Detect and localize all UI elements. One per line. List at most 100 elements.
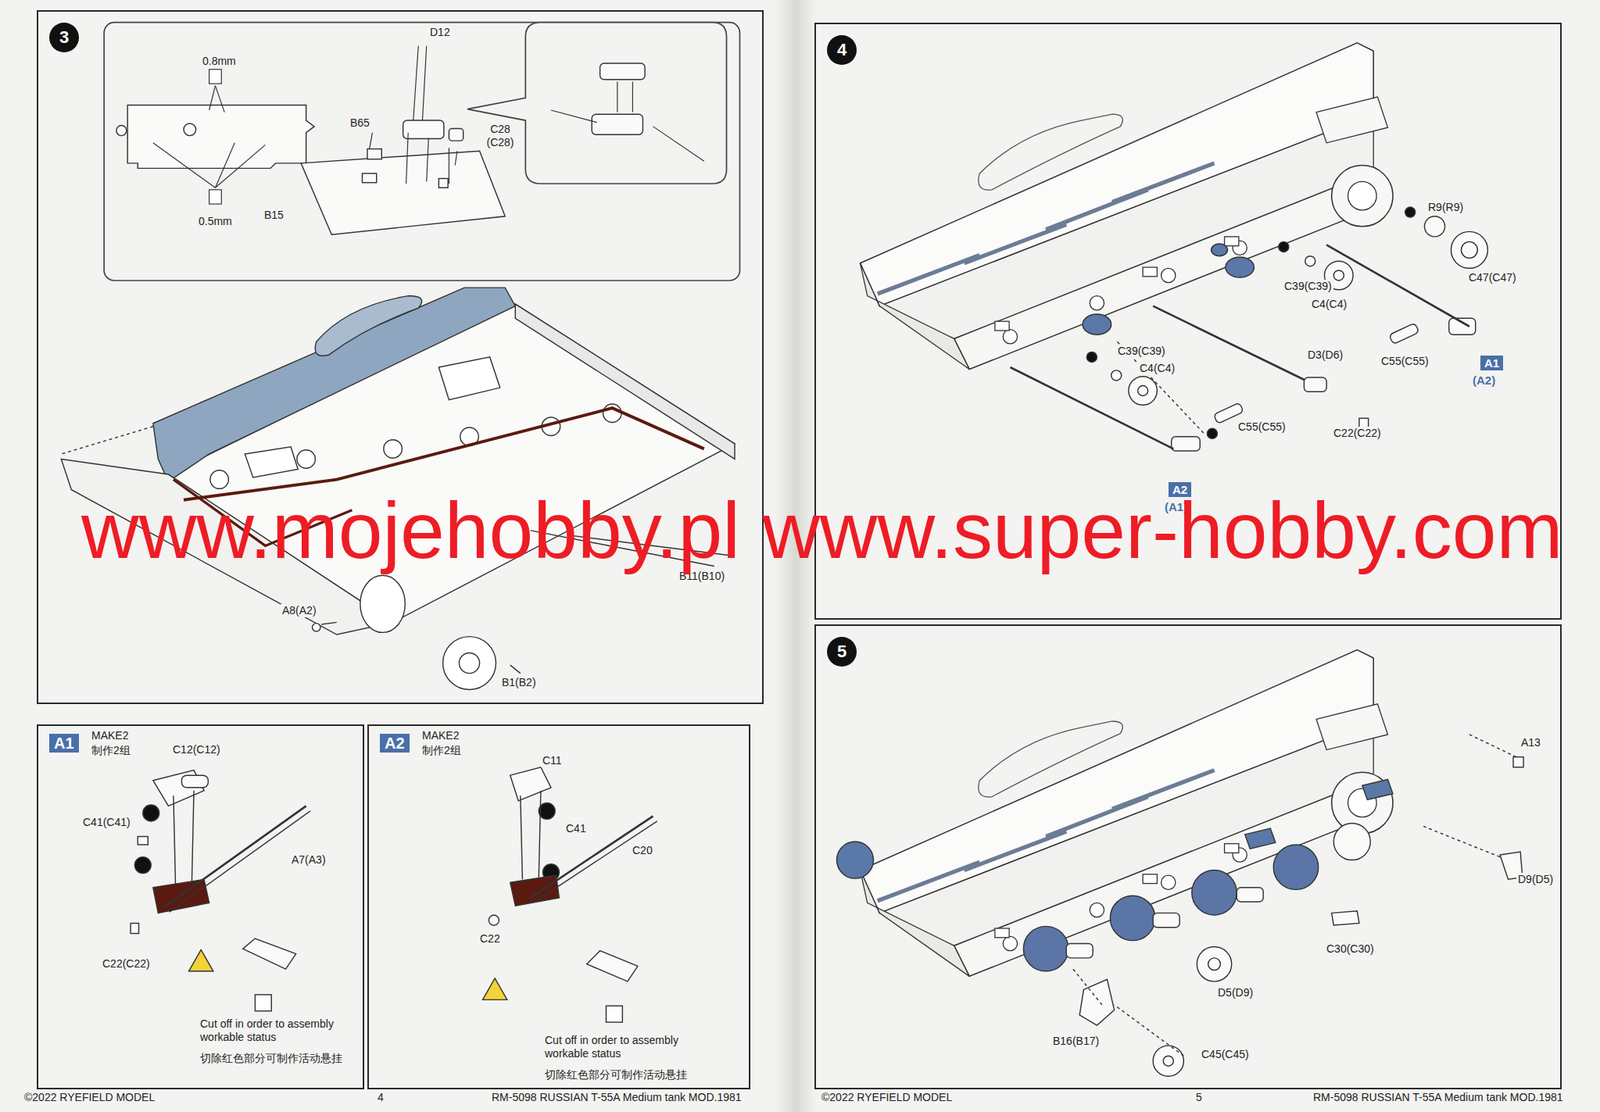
road-wheel-parts-5	[1196, 946, 1232, 981]
suspension-parts-4	[1333, 270, 1344, 281]
hull-step3	[438, 357, 500, 401]
warning-note: 切除红色部分可制作活动悬挂	[544, 1068, 706, 1082]
sub-assembly-box	[467, 22, 727, 184]
part-label: C4(C4)	[1310, 297, 1349, 312]
suspension-parts-4	[1086, 351, 1097, 362]
road-wheel-parts-5	[1331, 911, 1360, 926]
suspension-parts-4	[1388, 322, 1420, 344]
part-label: D9(D5)	[1516, 873, 1555, 887]
leader-lines	[422, 46, 426, 121]
part-label: A13	[1519, 736, 1543, 750]
warning-note: 切除红色部分可制作活动悬挂	[200, 1052, 361, 1066]
leader-lines	[426, 137, 430, 182]
sub-assembly-box	[103, 22, 740, 281]
suspension-parts-4	[1449, 318, 1476, 335]
leader-lines	[214, 143, 235, 188]
plate-b15	[448, 128, 463, 141]
assembly-tag-alt: (A2)	[1470, 372, 1498, 388]
quantity-note: 制作2组	[91, 744, 131, 758]
plate-b15	[116, 63, 645, 235]
road-wheel-parts-5	[1208, 958, 1221, 971]
plate-b15	[183, 123, 197, 137]
part-label: C47(C47)	[1467, 271, 1518, 285]
suspension-arm-a2	[605, 1005, 623, 1023]
leader-lines	[209, 69, 222, 84]
hull-step3	[60, 426, 153, 455]
road-wheel-parts-5	[1109, 895, 1155, 941]
suspension-parts-4	[1152, 306, 1317, 387]
plate-b15	[600, 63, 645, 80]
road-wheel-parts-5	[1066, 944, 1093, 959]
road-wheel-parts-5	[1333, 823, 1371, 861]
part-label: D5(D9)	[1216, 986, 1255, 1000]
warning-note: Cut off in order to assembly workable st…	[200, 1017, 361, 1045]
suspension-arm-a1	[143, 805, 160, 822]
leader-lines	[616, 81, 618, 112]
plate-b15	[361, 173, 376, 183]
hull-step3	[153, 287, 516, 482]
part-label: C22	[478, 932, 502, 946]
leader-lines	[153, 143, 216, 188]
sub-assembly-box	[103, 22, 740, 281]
leader-lines	[448, 147, 450, 184]
suspension-arm-a1	[254, 995, 272, 1012]
booklet-art	[860, 42, 1393, 370]
suspension-parts-4	[1326, 244, 1470, 326]
plate-b15	[127, 104, 315, 169]
assembly-tag: A2	[379, 733, 410, 753]
part-label: B1(B2)	[500, 676, 538, 690]
suspension-parts-4	[1009, 367, 1174, 449]
leader-lines	[551, 110, 598, 123]
suspension-arm-a2	[510, 767, 552, 802]
leader-lines	[214, 144, 265, 188]
page-footer: RM-5098 RUSSIAN T-55A Medium tank MOD.19…	[491, 1091, 742, 1105]
suspension-arm-a1	[137, 836, 148, 845]
hull-step3	[60, 287, 735, 690]
road-wheel-parts-5	[1152, 912, 1180, 928]
road-wheel-parts-5	[836, 841, 874, 879]
hull-step3	[210, 470, 229, 489]
leader-lines	[406, 132, 409, 184]
part-label: C22(C22)	[1331, 426, 1383, 441]
page-footer: RM-5098 RUSSIAN T-55A Medium tank MOD.19…	[1313, 1091, 1564, 1105]
hull-step3	[244, 447, 298, 478]
suspension-arm-a1	[130, 770, 311, 1012]
road-wheel-parts-5	[1152, 1045, 1184, 1077]
road-wheel-parts-5	[1079, 979, 1114, 1026]
road-wheel-parts-5	[1362, 779, 1393, 800]
booklet-art	[860, 650, 1393, 978]
part-label: C55(C55)	[1379, 354, 1431, 369]
road-wheel-parts-5	[1513, 757, 1524, 768]
part-label: B16(B17)	[1051, 1034, 1101, 1049]
assembly-tag: A1	[1480, 355, 1504, 371]
suspension-arm-a2	[520, 795, 523, 880]
step-panel: 3	[36, 10, 764, 705]
leader-lines	[632, 81, 634, 112]
suspension-arm-a1	[189, 949, 214, 971]
suspension-arm-a1	[163, 805, 307, 909]
assembly-tag: A1	[49, 733, 79, 753]
suspension-parts-4	[1138, 385, 1149, 396]
part-label: C39(C39)	[1116, 344, 1167, 358]
part-label: 0.8mm	[200, 54, 238, 69]
suspension-parts-4	[1405, 207, 1416, 218]
part-label: C11	[540, 754, 564, 768]
hull-step3	[458, 653, 480, 674]
part-label: D3(D6)	[1306, 348, 1345, 362]
part-label: C45(C45)	[1199, 1048, 1251, 1062]
part-label: B15	[262, 208, 286, 222]
road-wheel-parts-5	[1423, 826, 1500, 857]
part-label: C30(C30)	[1324, 942, 1376, 956]
suspension-arm-a2	[488, 915, 499, 926]
suspension-arm-a2	[538, 791, 541, 878]
suspension-arm-a1	[134, 857, 151, 874]
part-label: C12(C12)	[171, 743, 222, 757]
warning-note: Cut off in order to assembly workable st…	[544, 1034, 706, 1061]
hull-step3	[360, 575, 405, 633]
suspension-arm-a2	[538, 802, 555, 820]
suspension-arm-a2	[482, 767, 657, 1023]
part-label: C4(C4)	[1138, 361, 1177, 376]
plate-b15	[300, 150, 505, 235]
